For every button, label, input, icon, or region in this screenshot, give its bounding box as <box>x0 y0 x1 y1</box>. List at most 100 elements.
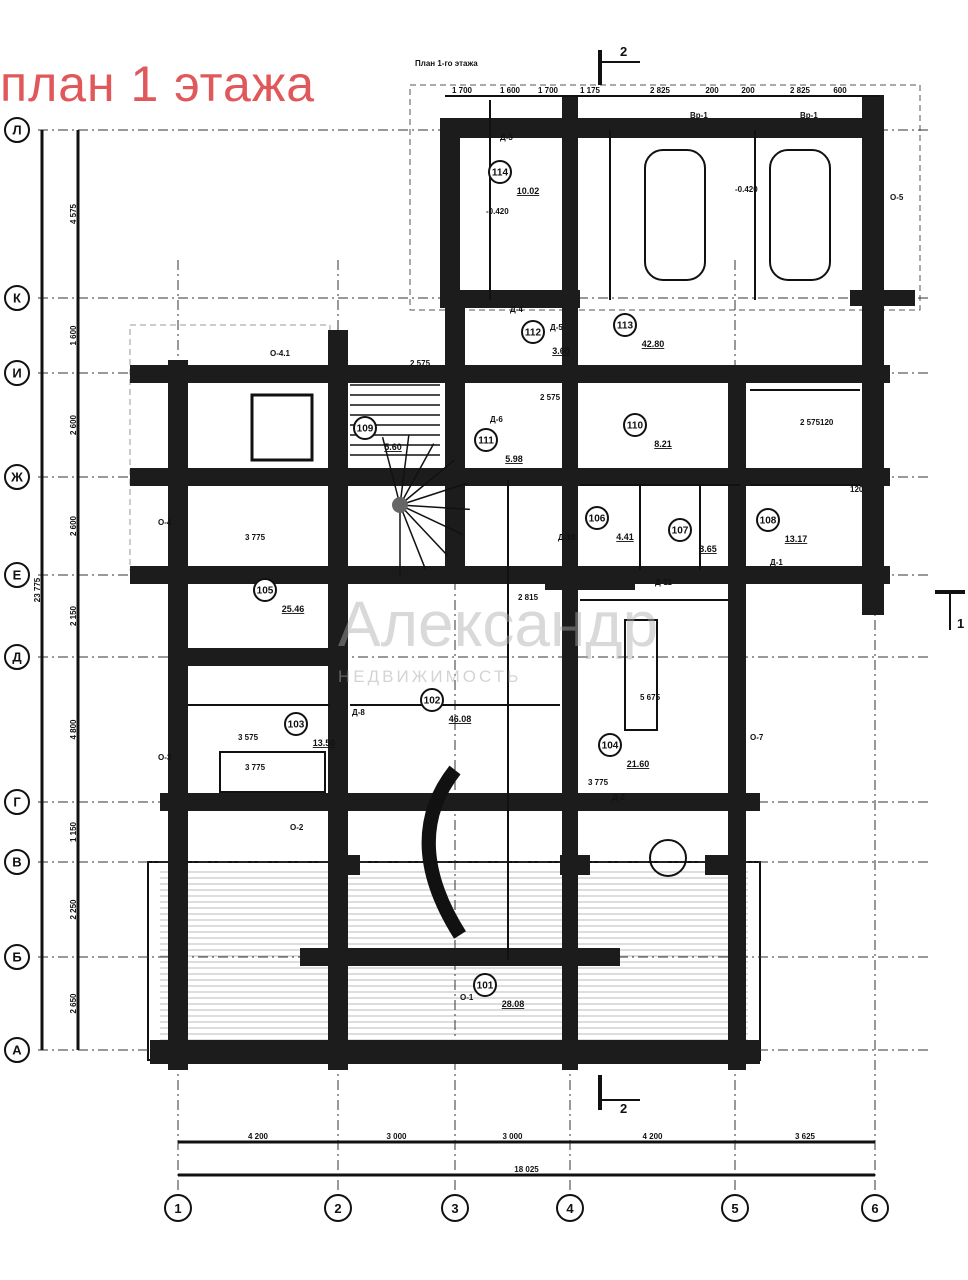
room-number-circle <box>598 733 622 757</box>
stair-step <box>399 482 467 506</box>
wall <box>150 1040 760 1064</box>
room-area: 21.60 <box>627 759 650 769</box>
room-area: 25.46 <box>282 604 305 614</box>
wall <box>300 948 620 966</box>
dimension-text: 1 700 <box>538 86 559 95</box>
room-number: 107 <box>672 526 689 537</box>
room-area: 4.41 <box>616 532 634 542</box>
wall <box>705 855 740 875</box>
axis-bubble <box>324 1194 352 1222</box>
room-number: 106 <box>589 514 606 525</box>
section-label-bottom: 2 <box>620 1101 627 1116</box>
room-number: 111 <box>478 436 494 447</box>
wall <box>330 855 360 875</box>
plan-label: 5 675 <box>640 693 661 702</box>
porch-outline <box>129 324 331 571</box>
plan-label: Д-8 <box>352 708 365 717</box>
plan-label: Д-1 <box>770 558 783 567</box>
room-number-circle <box>488 160 512 184</box>
axis-bubble <box>4 644 30 670</box>
axis-label: Е <box>13 568 22 583</box>
dimension-text: 2 250 <box>69 899 78 920</box>
stair-step <box>399 435 410 506</box>
wall <box>440 118 880 138</box>
dimension-text: 4 200 <box>248 1132 269 1141</box>
room-area: 42.80 <box>642 339 665 349</box>
plan-label: Д-11 <box>655 578 672 587</box>
axis-label: А <box>12 1043 22 1058</box>
drawing-title: План 1-го этажа <box>415 59 478 68</box>
dimension-text: 1 700 <box>452 86 473 95</box>
room-area: 3.60 <box>552 346 570 356</box>
plan-title: план 1 этажа <box>0 55 328 117</box>
section-label-right: 1 <box>957 616 964 631</box>
plan-label: Д-10 <box>558 533 576 542</box>
plan-label: О-2 <box>290 823 304 832</box>
axis-bubble <box>556 1194 584 1222</box>
dimension-text: 1 600 <box>500 86 521 95</box>
wall <box>328 330 348 1070</box>
sofa-icon <box>219 751 326 793</box>
wall <box>160 793 760 811</box>
dimension-text: 3 000 <box>502 1132 523 1141</box>
room-number-circle <box>420 688 444 712</box>
axis-label: В <box>12 855 21 870</box>
dimension-text: 2 600 <box>69 515 78 536</box>
plan-label: О-5 <box>890 193 904 202</box>
axis-label: Л <box>12 123 21 138</box>
plan-label: О-4.1 <box>270 349 291 358</box>
dimension-text: 2 600 <box>69 414 78 435</box>
stair-step <box>399 504 427 571</box>
room-area: 46.08 <box>449 714 472 724</box>
dimension-text: 1 600 <box>69 325 78 346</box>
room-number: 113 <box>617 321 634 332</box>
plan-label: 2 575 <box>540 393 561 402</box>
plan-label: О-3 <box>158 753 172 762</box>
axis-bubble <box>4 360 30 386</box>
car-icon <box>644 149 706 281</box>
plan-label: О-1 <box>460 993 474 1002</box>
room-area: 5.60 <box>384 442 402 452</box>
wall <box>440 290 580 308</box>
room-number-circle <box>623 413 647 437</box>
axis-bubble <box>721 1194 749 1222</box>
plan-label: 2 815 <box>518 593 539 602</box>
room-area: 3.65 <box>699 544 717 554</box>
plan-label: -0.420 <box>735 185 758 194</box>
plan-label: Д-5 <box>550 323 563 332</box>
dimension-text: 200 <box>741 86 755 95</box>
axis-label: Г <box>13 795 21 810</box>
dimension-text: 1 150 <box>69 821 78 842</box>
axis-bubble <box>441 1194 469 1222</box>
dimension-text: 4 200 <box>642 1132 663 1141</box>
axis-label: 4 <box>566 1201 574 1216</box>
wall <box>862 95 884 615</box>
axis-bubble <box>4 464 30 490</box>
dimension-total-text: 18 025 <box>514 1165 539 1174</box>
stair-step <box>399 459 455 506</box>
axis-bubble <box>861 1194 889 1222</box>
plan-label: Д-3 <box>500 133 513 142</box>
room-number-circle <box>613 313 637 337</box>
room-number-circle <box>585 506 609 530</box>
room-number-circle <box>253 578 277 602</box>
axis-label: 2 <box>334 1201 341 1216</box>
axis-bubble <box>4 849 30 875</box>
room-number: 101 <box>477 981 494 992</box>
axis-label: Ж <box>10 470 23 485</box>
axis-label: 3 <box>451 1201 458 1216</box>
room-number: 105 <box>257 586 274 597</box>
wall <box>728 365 746 1070</box>
plan-label: Вр-1 <box>690 111 708 120</box>
plan-label: -0.420 <box>486 207 509 216</box>
room-number-circle <box>756 508 780 532</box>
axis-label: 6 <box>871 1201 878 1216</box>
plan-label: 3 775 <box>588 778 609 787</box>
car-icon <box>769 149 831 281</box>
plan-label: 3 775 <box>245 763 266 772</box>
section-label-top: 2 <box>620 44 627 59</box>
dimension-text: 4 800 <box>69 719 78 740</box>
dimension-text: 2 825 <box>650 86 671 95</box>
plan-label: 120 <box>820 418 834 427</box>
